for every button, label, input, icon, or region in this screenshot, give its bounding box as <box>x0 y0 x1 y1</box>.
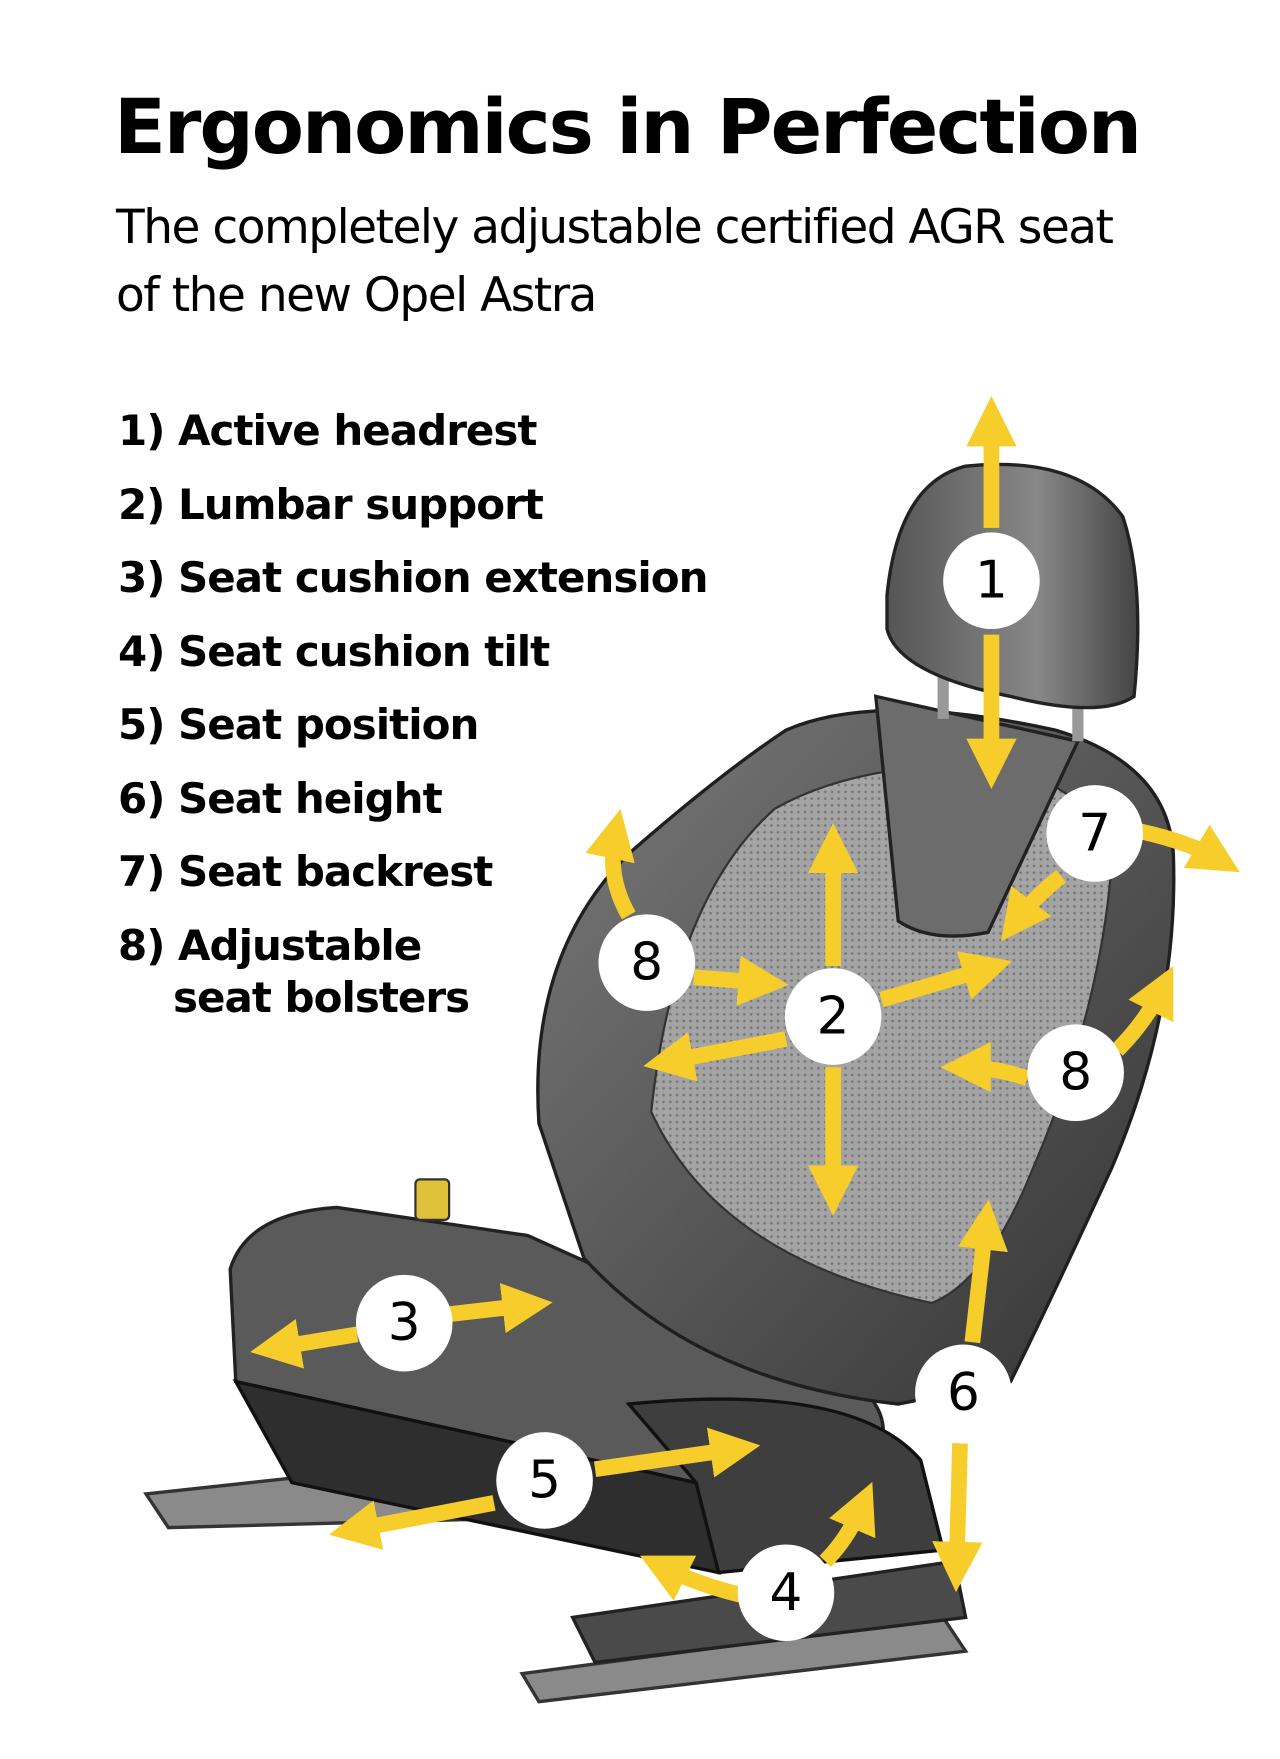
subtitle-line-2: of the new Opel Astra <box>116 268 597 323</box>
svg-text:4: 4 <box>770 1563 803 1623</box>
badge-7: 7 <box>1046 785 1144 882</box>
badge-8-right: 8 <box>1027 1024 1124 1121</box>
legend-item: 6) Seat height <box>118 773 443 823</box>
legend-item: 2) Lumbar support <box>118 479 544 529</box>
badge-1: 1 <box>943 532 1040 630</box>
svg-text:3: 3 <box>388 1293 421 1353</box>
badge-8-left: 8 <box>598 914 696 1011</box>
badge-6: 6 <box>915 1344 1012 1442</box>
legend-item: 1) Active headrest <box>118 406 537 455</box>
adjustment-arrows <box>250 396 1240 1603</box>
legend-item: 7) Seat backrest <box>118 847 493 896</box>
svg-text:1: 1 <box>975 551 1008 611</box>
page-title: Ergonomics in Perfection <box>114 82 1142 171</box>
svg-text:8: 8 <box>1059 1043 1092 1103</box>
svg-text:5: 5 <box>528 1450 561 1510</box>
subtitle-line-1: The completely adjustable certified AGR … <box>116 200 1114 255</box>
badge-3: 3 <box>355 1274 453 1372</box>
svg-text:6: 6 <box>947 1363 980 1423</box>
legend-item: 4) Seat cushion tilt <box>118 626 550 676</box>
legend-item: 5) Seat position <box>118 700 479 749</box>
badge-2: 2 <box>784 968 882 1065</box>
svg-text:7: 7 <box>1078 803 1111 863</box>
svg-text:2: 2 <box>817 987 850 1047</box>
badge-5: 5 <box>496 1432 593 1529</box>
feature-legend: 1) Active headrest 2) Lumbar support 3) … <box>118 405 708 1022</box>
svg-text:8: 8 <box>630 933 663 993</box>
badge-4: 4 <box>737 1544 835 1642</box>
legend-item: 3) Seat cushion extension <box>118 553 708 602</box>
